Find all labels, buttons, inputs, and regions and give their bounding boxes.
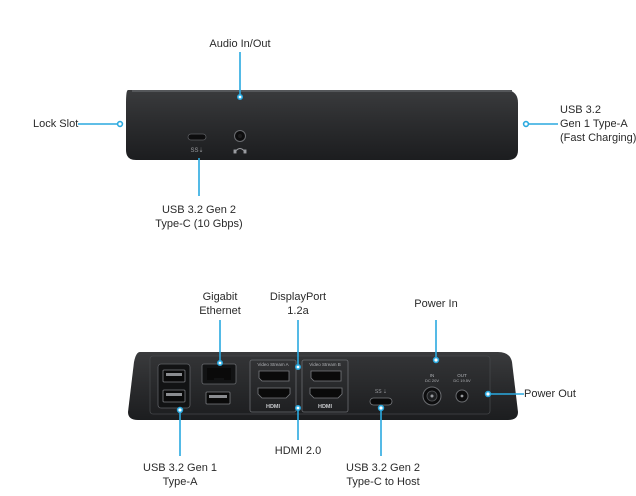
rear-ethernet-port [201, 363, 237, 385]
label-lock-slot: Lock Slot [33, 118, 79, 130]
dc-out-rating: DC 19.5V [453, 378, 471, 383]
rear-usb-a-stack [157, 363, 191, 409]
label-usb-a-rear: USB 3.2 Gen 1 Type-A [143, 462, 217, 488]
label-power-in: Power In [414, 298, 458, 310]
hdmi-a [257, 387, 291, 399]
hdmi-logo-a: HDMI [266, 404, 281, 410]
callout-power-out [484, 390, 524, 398]
front-view: SS⇣ [78, 52, 558, 196]
usb-c-logo: SS⇣ [190, 147, 203, 154]
dc-in-port: IN DC 20V [422, 373, 442, 406]
front-dock-body [126, 90, 518, 160]
displayport-b [310, 370, 342, 382]
callout-displayport [294, 320, 301, 370]
label-displayport: DisplayPort 1.2a [269, 291, 327, 317]
front-usb-c-port: SS⇣ [187, 133, 207, 154]
hdmi-b [309, 387, 343, 399]
displayport-a [258, 370, 290, 382]
label-hdmi: HDMI 2.0 [274, 445, 322, 457]
dc-in-rating: DC 20V [425, 378, 439, 383]
dc-out-label: OUT [457, 373, 467, 378]
callout-usb-c-host [377, 404, 385, 456]
front-top-highlight [132, 90, 512, 92]
headset-icon [233, 148, 247, 154]
video-stream-a-block: Video Stream A HDMI [249, 359, 297, 413]
video-stream-a-label: Video Stream A [257, 362, 288, 367]
front-audio-jack [233, 130, 247, 154]
callout-hdmi [294, 404, 301, 440]
label-usb-a-fast-charging: USB 3.2 Gen 1 Type-A (Fast Charging) [560, 104, 636, 144]
callout-ethernet [217, 320, 224, 366]
callout-audio [237, 52, 244, 101]
usb-c-host-logo: SS ⇣ [375, 389, 387, 395]
label-usb-c-to-host: USB 3.2 Gen 2 Type-C to Host [346, 462, 420, 488]
callout-usb-a-fast [522, 120, 558, 128]
callout-lock-slot [78, 120, 124, 128]
rear-view: Video Stream A HDMI Video Stream B HDMI [128, 320, 524, 456]
callout-usb-a [176, 406, 184, 456]
rear-usb-a-single [205, 391, 231, 405]
label-audio-in-out: Audio In/Out [209, 38, 271, 50]
label-power-out: Power Out [524, 388, 576, 400]
dc-in-label: IN [430, 373, 435, 378]
video-stream-b-label: Video Stream B [309, 362, 340, 367]
callout-power-in [432, 320, 440, 364]
label-usb-c-front: USB 3.2 Gen 2 Type-C (10 Gbps) [155, 204, 243, 230]
dc-out-port: OUT DC 19.5V [453, 373, 471, 403]
hdmi-logo-b: HDMI [318, 404, 333, 410]
video-stream-b-block: Video Stream B HDMI [301, 359, 349, 413]
label-gigabit-ethernet: Gigabit Ethernet [199, 291, 241, 317]
